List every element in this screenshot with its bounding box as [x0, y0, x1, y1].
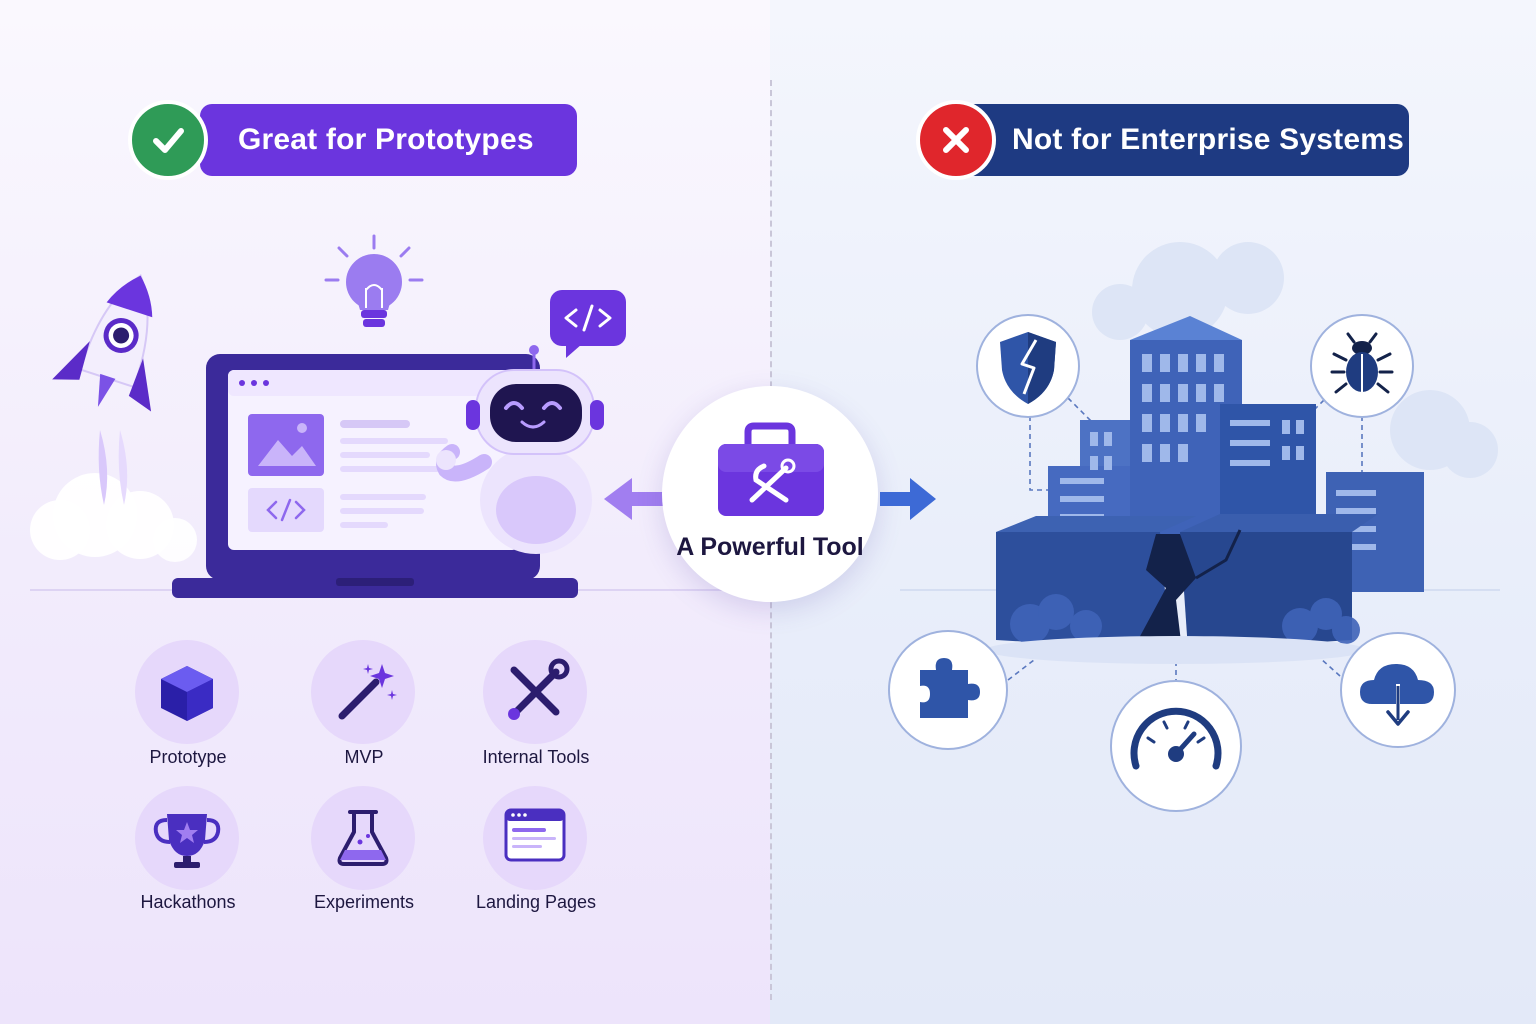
check-icon	[128, 100, 208, 180]
prototype-illustration	[30, 234, 740, 598]
prototypes-header: Great for Prototypes	[200, 104, 577, 176]
use-case-label-internal-tools: Internal Tools	[482, 747, 590, 767]
rocket-icon	[30, 274, 197, 562]
powerful-tool-label: A Powerful Tool	[676, 533, 864, 561]
laptop-icon	[172, 354, 578, 598]
landing-pages-circle	[483, 786, 587, 890]
use-case-label-experiments: Experiments	[313, 892, 415, 912]
arrow-left-icon	[604, 478, 664, 520]
lightbulb-icon	[324, 234, 424, 327]
use-case-label-hackathons: Hackathons	[140, 892, 236, 912]
cross-icon	[916, 100, 996, 180]
powerful-tool-circle	[662, 386, 878, 602]
hackathons-circle	[135, 786, 239, 890]
internal-tools-circle	[483, 640, 587, 744]
enterprise-header: Not for Enterprise Systems	[960, 104, 1409, 176]
prototype-circle	[135, 640, 239, 744]
enterprise-header-text: Not for Enterprise Systems	[1012, 123, 1404, 156]
use-case-label-mvp: MVP	[344, 747, 384, 767]
use-case-label-landing-pages: Landing Pages	[475, 892, 597, 912]
use-case-label-prototype: Prototype	[149, 747, 227, 767]
experiments-circle	[311, 786, 415, 890]
code-bubble-icon	[550, 290, 626, 358]
prototypes-header-text: Great for Prototypes	[238, 123, 534, 156]
robot-icon	[436, 345, 604, 554]
mvp-circle	[311, 640, 415, 744]
